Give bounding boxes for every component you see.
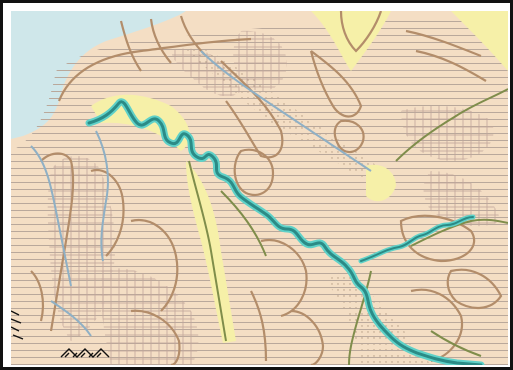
map-canvas	[11, 11, 508, 365]
valley-area	[311, 11, 391, 71]
grid-land-area	[423, 171, 501, 227]
map-svg	[11, 11, 508, 365]
grid-land-area	[233, 30, 287, 92]
grid-land-area	[171, 48, 241, 97]
main-river	[85, 98, 485, 365]
valley-area	[451, 11, 508, 71]
grid-land-area	[47, 156, 116, 341]
mountain-ridge-symbol	[30, 11, 503, 365]
valley-area	[366, 164, 396, 202]
stream-network	[30, 50, 372, 337]
mountain-ridge-symbol	[11, 310, 110, 358]
grid-land-area	[401, 105, 494, 161]
